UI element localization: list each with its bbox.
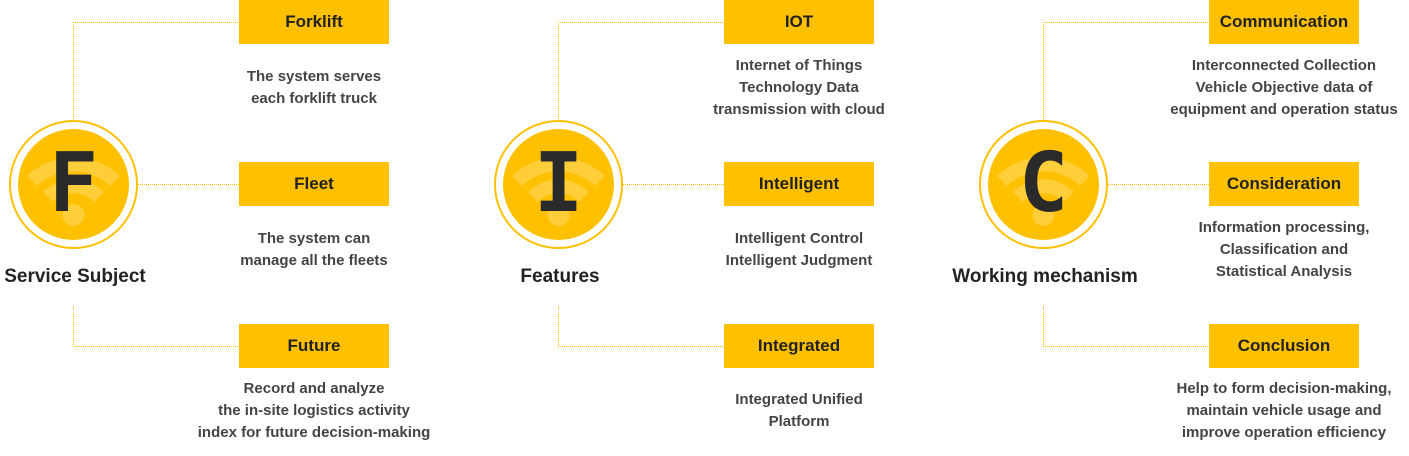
description-line: Information processing, (1198, 219, 1370, 236)
item-label-box: Intelligent (724, 162, 874, 206)
connector-top (73, 22, 240, 121)
wifi-icon (997, 157, 1090, 226)
item-description: Information processing, Classification an… (1134, 217, 1409, 283)
column-title: Features (520, 266, 600, 287)
description-line: The system serves (246, 68, 382, 85)
item-description: The system serves each forklift truck (164, 66, 464, 110)
item-label-box: Communication (1209, 0, 1359, 44)
connector-top (1043, 22, 1210, 121)
description-line: transmission with cloud (713, 101, 885, 118)
connector-bottom (73, 306, 240, 347)
column-title: Working mechanism (952, 266, 1138, 287)
description-line: improve operation efficiency (1181, 424, 1387, 441)
badge-disc: F (18, 129, 129, 240)
description-line: The system can (257, 230, 371, 247)
description-line: equipment and operation status (1170, 101, 1398, 118)
item-label-box: IOT (724, 0, 874, 44)
description-line: manage all the fleets (240, 252, 388, 269)
description-line: Internet of Things (735, 57, 863, 74)
description-line: Classification and (1219, 241, 1349, 258)
description-line: Statistical Analysis (1215, 263, 1353, 280)
badge-letter: F (48, 136, 99, 231)
description-line: Platform (768, 413, 830, 430)
column-title: Service Subject (4, 266, 146, 287)
description-line: Intelligent Control (734, 230, 864, 247)
connector-bottom (558, 306, 725, 347)
item-label-box: Consideration (1209, 162, 1359, 206)
wifi-icon (27, 157, 120, 226)
connector-top (558, 22, 725, 121)
item-label-box: Forklift (239, 0, 389, 44)
description-line: Intelligent Judgment (725, 252, 873, 269)
wifi-icon (512, 157, 605, 226)
description-line: maintain vehicle usage and (1186, 402, 1382, 419)
item-description: Record and analyze the in-site logistics … (164, 378, 464, 444)
badge-disc: I (503, 129, 614, 240)
description-line: Integrated Unified (735, 391, 863, 408)
description-line: index for future decision-making (197, 424, 431, 441)
item-label-box: Conclusion (1209, 324, 1359, 368)
letter-badge: C (979, 120, 1108, 249)
description-line: Record and analyze (243, 380, 385, 397)
item-label-box: Future (239, 324, 389, 368)
description-line: Interconnected Collection (1191, 57, 1377, 74)
description-line: Help to form decision-making, (1176, 380, 1392, 397)
description-line: Technology Data (739, 79, 859, 96)
badge-disc: C (988, 129, 1099, 240)
letter-badge: F (9, 120, 138, 249)
connector-middle (138, 184, 239, 185)
connector-bottom (1043, 306, 1210, 347)
item-label-box: Integrated (724, 324, 874, 368)
description-line: Vehicle Objective data of (1195, 79, 1373, 96)
description-line: each forklift truck (251, 90, 377, 107)
connector-middle (623, 184, 724, 185)
item-description: The system can manage all the fleets (164, 228, 464, 272)
item-description: Help to form decision-making, maintain ve… (1134, 378, 1409, 444)
item-label-box: Fleet (239, 162, 389, 206)
badge-letter: I (533, 136, 584, 231)
connector-middle (1108, 184, 1209, 185)
description-line: the in-site logistics activity (218, 402, 410, 419)
badge-letter: C (1018, 136, 1069, 231)
letter-badge: I (494, 120, 623, 249)
